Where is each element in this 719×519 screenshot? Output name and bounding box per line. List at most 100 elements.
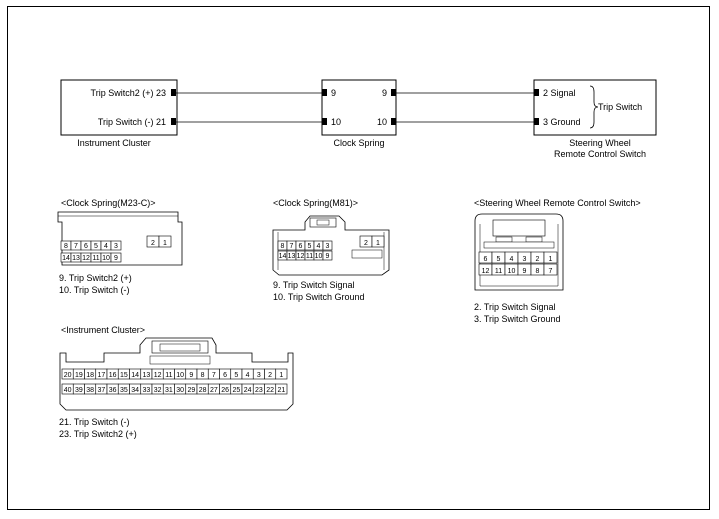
m81-pin-label-5: 5 (308, 243, 312, 250)
m81-pin-label-11: 11 (306, 253, 313, 260)
trip-switch-brace (589, 85, 599, 129)
m81-pin-label-12: 12 (297, 253, 305, 260)
clock-spring-m23c-note-2: 10. Trip Switch (-) (59, 285, 130, 295)
clock-spring-left-pin-9: 9 (331, 88, 336, 98)
clock-spring-right-pin-10: 10 (377, 117, 387, 127)
cluster-terminal-23 (171, 89, 176, 96)
ic-pin-label-10: 10 (176, 372, 184, 379)
m23c-pin-label-13: 13 (72, 255, 80, 262)
clock-spring-terminal-right-9 (391, 89, 396, 96)
m81-side-pin-label-1: 1 (376, 240, 380, 247)
ic-pin-label-34: 34 (131, 387, 139, 394)
ssw-pin-label-1: 1 (549, 256, 553, 263)
ic-pin-label-3: 3 (257, 372, 261, 379)
m81-side-pin-cell-1 (371, 235, 385, 248)
m23c-side-pin-label-2: 2 (151, 240, 155, 247)
ssw-pin-label-2: 2 (536, 256, 540, 263)
steering-switch-label-line2: Remote Control Switch (554, 149, 646, 159)
ic-pin-label-33: 33 (142, 387, 150, 394)
m81-pin-label-13: 13 (288, 253, 296, 260)
m81-pin-label-6: 6 (299, 243, 303, 250)
trip-switch-group-label: Trip Switch (598, 102, 642, 112)
ssw-pin-cell-1 (543, 251, 558, 264)
ic-pin-label-14: 14 (131, 372, 139, 379)
ic-pin-label-35: 35 (120, 387, 128, 394)
steering-switch-terminal-2 (534, 89, 539, 96)
clock-spring-left-pin-10: 10 (331, 117, 341, 127)
m23c-pin-cell-3 (110, 240, 122, 251)
ic-pin-label-15: 15 (120, 372, 128, 379)
ic-pin-label-7: 7 (212, 372, 216, 379)
instrument-cluster-label: Instrument Cluster (77, 138, 151, 148)
m23c-pin-label-9: 9 (114, 255, 118, 262)
ic-pin-label-18: 18 (86, 372, 94, 379)
ssw-pin-label-6: 6 (484, 256, 488, 263)
steering-switch-note-1: 2. Trip Switch Signal (474, 302, 556, 312)
steering-switch-terminal-3 (534, 118, 539, 125)
instrument-cluster-note-1: 21. Trip Switch (-) (59, 417, 130, 427)
clock-spring-right-pin-9: 9 (382, 88, 387, 98)
ic-pin-label-8: 8 (201, 372, 205, 379)
ic-pin-label-16: 16 (109, 372, 117, 379)
ssw-pin-label-11: 11 (495, 268, 502, 275)
clock-spring-terminal-left-10 (322, 118, 327, 125)
ic-pin-label-27: 27 (210, 387, 218, 394)
ic-pin-label-6: 6 (223, 372, 227, 379)
ic-pin-cell-1 (275, 368, 288, 380)
m81-pin-cell-3 (322, 240, 333, 251)
ic-pin-label-29: 29 (187, 387, 195, 394)
clock-spring-m81-note-2: 10. Trip Switch Ground (273, 292, 365, 302)
steering-switch-note-2: 3. Trip Switch Ground (474, 314, 561, 324)
ssw-pin-label-4: 4 (510, 256, 514, 263)
m23c-side-pin-label-1: 1 (163, 240, 167, 247)
ic-pin-label-25: 25 (232, 387, 240, 394)
ic-pin-label-39: 39 (75, 387, 83, 394)
m81-pin-label-7: 7 (290, 243, 294, 250)
steering-switch-label-line1: Steering Wheel (569, 138, 631, 148)
ic-pin-label-19: 19 (75, 372, 83, 379)
m23c-pin-label-5: 5 (94, 243, 98, 250)
instrument-cluster-note-2: 23. Trip Switch2 (+) (59, 429, 137, 439)
clock-spring-m23c-note-1: 9. Trip Switch2 (+) (59, 273, 132, 283)
m23c-pin-cell-9 (110, 252, 122, 263)
m81-pin-label-14: 14 (279, 253, 287, 260)
ssw-pin-label-3: 3 (523, 256, 527, 263)
ic-pin-label-31: 31 (165, 387, 173, 394)
ic-pin-label-11: 11 (165, 372, 172, 379)
m23c-pin-label-7: 7 (74, 243, 78, 250)
instrument-cluster-box (60, 79, 178, 136)
ic-pin-label-21: 21 (277, 387, 285, 394)
ssw-pin-label-8: 8 (536, 268, 540, 275)
ic-pin-label-5: 5 (234, 372, 238, 379)
ic-pin-label-9: 9 (189, 372, 193, 379)
m81-pin-label-3: 3 (326, 243, 330, 250)
steering-switch-connector-title: <Steering Wheel Remote Control Switch> (474, 198, 641, 208)
ssw-pin-label-12: 12 (482, 268, 490, 275)
cluster-terminal-21 (171, 118, 176, 125)
m81-side-pin-label-2: 2 (364, 240, 368, 247)
ic-pin-label-28: 28 (199, 387, 207, 394)
ic-pin-label-17: 17 (97, 372, 105, 379)
m81-pin-label-9: 9 (326, 253, 330, 260)
m23c-pin-label-8: 8 (64, 243, 68, 250)
cluster-pin-23-label: Trip Switch2 (+) 23 (91, 88, 166, 98)
m81-pin-label-4: 4 (317, 243, 321, 250)
steering-switch-box (533, 79, 657, 136)
steering-switch-pin-2-label: 2 Signal (543, 88, 576, 98)
page-frame (7, 6, 710, 510)
ssw-pin-label-10: 10 (508, 268, 516, 275)
m23c-pin-label-12: 12 (82, 255, 90, 262)
ic-pin-label-24: 24 (244, 387, 252, 394)
ssw-pin-cell-7 (543, 263, 558, 276)
clock-spring-m23c-title: <Clock Spring(M23-C)> (61, 198, 156, 208)
instrument-cluster-connector-title: <Instrument Cluster> (61, 325, 145, 335)
ic-pin-label-12: 12 (154, 372, 162, 379)
ic-pin-label-40: 40 (64, 387, 72, 394)
ssw-pin-label-9: 9 (523, 268, 527, 275)
cluster-pin-21-label: Trip Switch (-) 21 (98, 117, 166, 127)
clock-spring-m23c-housing (57, 211, 183, 266)
